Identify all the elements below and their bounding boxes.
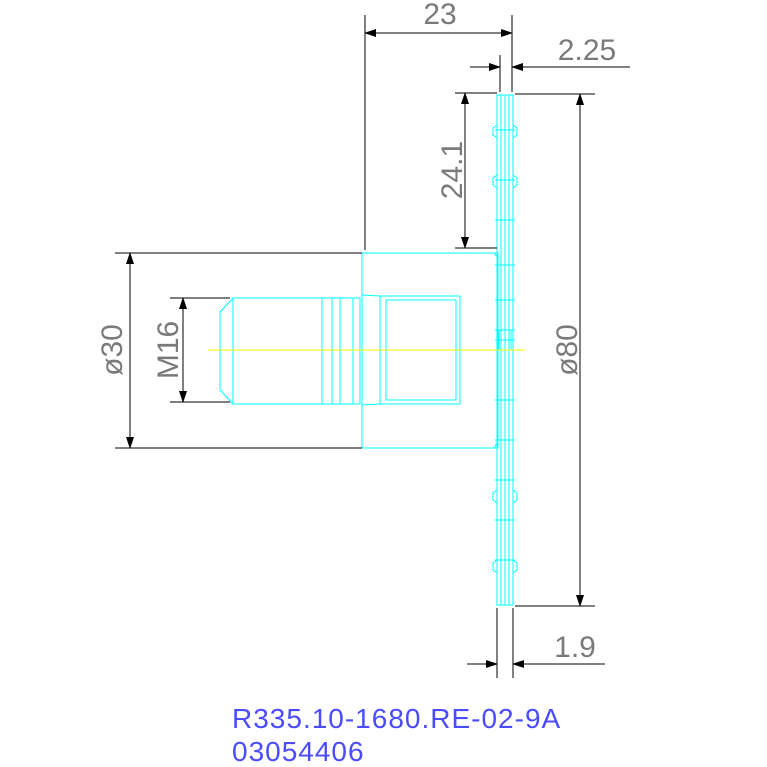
dimension-slot-height: 24.1 [436, 92, 497, 249]
dim-label-disc-thickness: 1.9 [554, 631, 596, 664]
title-block: R335.10-1680.RE-02-9A 03054406 [232, 703, 561, 767]
dimension-body-diameter: ø30 [96, 252, 362, 449]
dimension-disc-offset: 2.25 [470, 34, 630, 92]
part-number: R335.10-1680.RE-02-9A [232, 703, 561, 734]
dim-label-slot-height: 24.1 [436, 141, 469, 199]
dimension-disc-thickness: 1.9 [467, 608, 605, 678]
dimension-length-total: 23 [364, 0, 513, 250]
dim-label-thread: M16 [152, 321, 185, 379]
dim-label-disc-offset: 2.25 [558, 34, 616, 67]
dimension-disc-diameter: ø80 [515, 93, 595, 607]
dimension-thread: M16 [152, 297, 230, 403]
dim-label-length-total: 23 [423, 0, 456, 31]
dim-label-body-diameter: ø30 [96, 324, 129, 376]
dim-label-disc-diameter: ø80 [551, 324, 584, 376]
part-code: 03054406 [232, 736, 365, 767]
